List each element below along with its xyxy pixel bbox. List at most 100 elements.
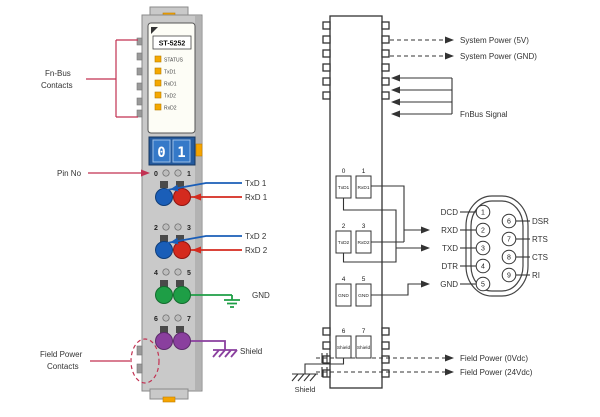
db9-pin-5[interactable]	[475, 276, 491, 292]
pin-hole	[162, 314, 170, 322]
system-power-5v-arrowhead	[445, 36, 454, 44]
db9-pin-1-number: 1	[481, 210, 485, 217]
fnbus-signal-label: FnBus Signal	[460, 110, 508, 119]
gnd-label: GND	[252, 291, 270, 300]
bus-bar	[329, 15, 383, 389]
faceplate: ST-5252 STATUS TxD1 RxD1 TxD2 RxD2	[147, 22, 196, 134]
pin-contact-rxd2[interactable]	[173, 241, 191, 259]
annotations: Fn-Bus Contacts Pin No Field Power Conta…	[40, 39, 160, 384]
pinbox-label: GND	[358, 293, 369, 299]
txd1-arrowhead	[170, 184, 179, 192]
db9-signal-rxd: RXD	[441, 226, 458, 235]
terminal-socket	[160, 181, 168, 188]
field-power-label-line2: Contacts	[47, 362, 79, 371]
field-power-highlight-circle	[130, 338, 160, 384]
db9-pin-2-number: 2	[481, 228, 485, 235]
fnbus-bracket	[86, 39, 138, 118]
terminal-socket	[176, 235, 184, 242]
terminal-socket	[176, 280, 184, 287]
db9-pin-1[interactable]	[475, 204, 491, 220]
pair-pin-number: 4	[342, 276, 346, 283]
pin-number: 5	[187, 270, 191, 277]
db9-pin-6[interactable]	[501, 213, 517, 229]
id-display: 0 1	[148, 136, 203, 166]
terminal-socket	[176, 326, 184, 333]
db9-signal-txd: TXD	[442, 244, 458, 253]
pin-number: 0	[154, 171, 158, 178]
pin-hole	[162, 268, 170, 276]
model-label: ST-5252	[159, 41, 186, 48]
txd2-wire	[166, 235, 242, 244]
txd1-label: TxD 1	[245, 179, 267, 188]
terminal-socket	[160, 326, 168, 333]
led-status	[154, 55, 162, 63]
pinbox-rxd1	[355, 175, 372, 199]
txd-run	[342, 198, 397, 263]
shield-bottom-label: Shield	[295, 385, 316, 394]
txd-arrowhead	[421, 244, 430, 252]
terminal-socket	[160, 235, 168, 242]
field-power-0v-contact-icon	[321, 353, 328, 363]
led-status-label: STATUS	[164, 58, 184, 64]
db9-signal-dsr: DSR	[532, 217, 549, 226]
pair-2-3: 2 3 TxD2 RxD2	[335, 223, 372, 254]
db9-pin-7[interactable]	[501, 231, 517, 247]
terminal-socket	[176, 181, 184, 188]
faceplate-corner-mark	[151, 27, 158, 34]
db9-connector: DCD 1 RXD 2 TXD 3 DTR 4 GND 5 6 DSR 7 RT…	[440, 195, 549, 297]
rxd2-arrowhead	[192, 246, 201, 254]
db9-pin-2[interactable]	[475, 222, 491, 238]
model-label-box	[152, 35, 192, 50]
pair-pin-number: 7	[362, 328, 366, 335]
pin-contact-shield-a[interactable]	[155, 332, 173, 350]
shield-wire	[191, 340, 226, 350]
pin-contact-txd2[interactable]	[155, 241, 173, 259]
db9-pin-9[interactable]	[501, 267, 517, 283]
pin-number: 2	[154, 225, 158, 232]
field-power-0v-arrowhead	[445, 354, 454, 362]
display-digit-right: 1	[177, 145, 185, 161]
pinbox-label: TxD2	[338, 240, 350, 246]
db9-pin-3[interactable]	[475, 240, 491, 256]
txd2-arrowhead	[170, 237, 179, 245]
pair-pin-number: 2	[342, 223, 346, 230]
pinbox-label: Shield	[357, 345, 371, 351]
pin-contact-gnd-b[interactable]	[173, 286, 191, 304]
db9-pin-8[interactable]	[501, 249, 517, 265]
rxd-run	[371, 185, 405, 242]
db9-pin-9-number: 9	[507, 273, 511, 280]
pin-number: 7	[187, 316, 191, 323]
pinbox-shield-b	[355, 335, 372, 359]
db9-pin-3-number: 3	[481, 246, 485, 253]
db9-pin-4[interactable]	[475, 258, 491, 274]
db9-pin-7-number: 7	[507, 237, 511, 244]
field-power-24v-label: Field Power (24Vdc)	[460, 368, 533, 377]
pin-contact-gnd-a[interactable]	[155, 286, 173, 304]
led-rxd2-label: RxD2	[164, 106, 177, 112]
pin-hole	[174, 169, 182, 177]
pin-hole	[174, 268, 182, 276]
led-txd1-label: TxD1	[164, 70, 176, 76]
led-rxd2	[154, 103, 162, 111]
db9-outer-shell	[465, 195, 529, 297]
rxd2-label: RxD 2	[245, 246, 268, 255]
pin-number: 3	[187, 225, 191, 232]
pin-no-arrowhead	[141, 169, 150, 177]
module-wires: TxD 1 RxD 1 TxD 2 RxD 2 GND Shield	[166, 179, 270, 358]
db9-signal-gnd: GND	[440, 280, 458, 289]
pin-hole	[174, 223, 182, 231]
pinbox-label: Shield	[337, 345, 351, 351]
field-power-label-line1: Field Power	[40, 350, 83, 359]
pin-contact-shield-b[interactable]	[173, 332, 191, 350]
pinbox-label: TxD1	[338, 185, 350, 191]
field-power-0v-label: Field Power (0Vdc)	[460, 354, 528, 363]
pin-row-2-3: 2 3	[154, 223, 191, 259]
db9-signal-dcd: DCD	[441, 208, 459, 217]
pin-contact-txd1[interactable]	[155, 188, 173, 206]
system-power-gnd-label: System Power (GND)	[460, 52, 537, 61]
chassis-ground-icon	[212, 349, 238, 358]
gnd-run	[371, 283, 422, 296]
pin-contact-rxd1[interactable]	[173, 188, 191, 206]
db9-pin-5-number: 5	[481, 282, 485, 289]
db9-signal-cts: CTS	[532, 253, 548, 262]
